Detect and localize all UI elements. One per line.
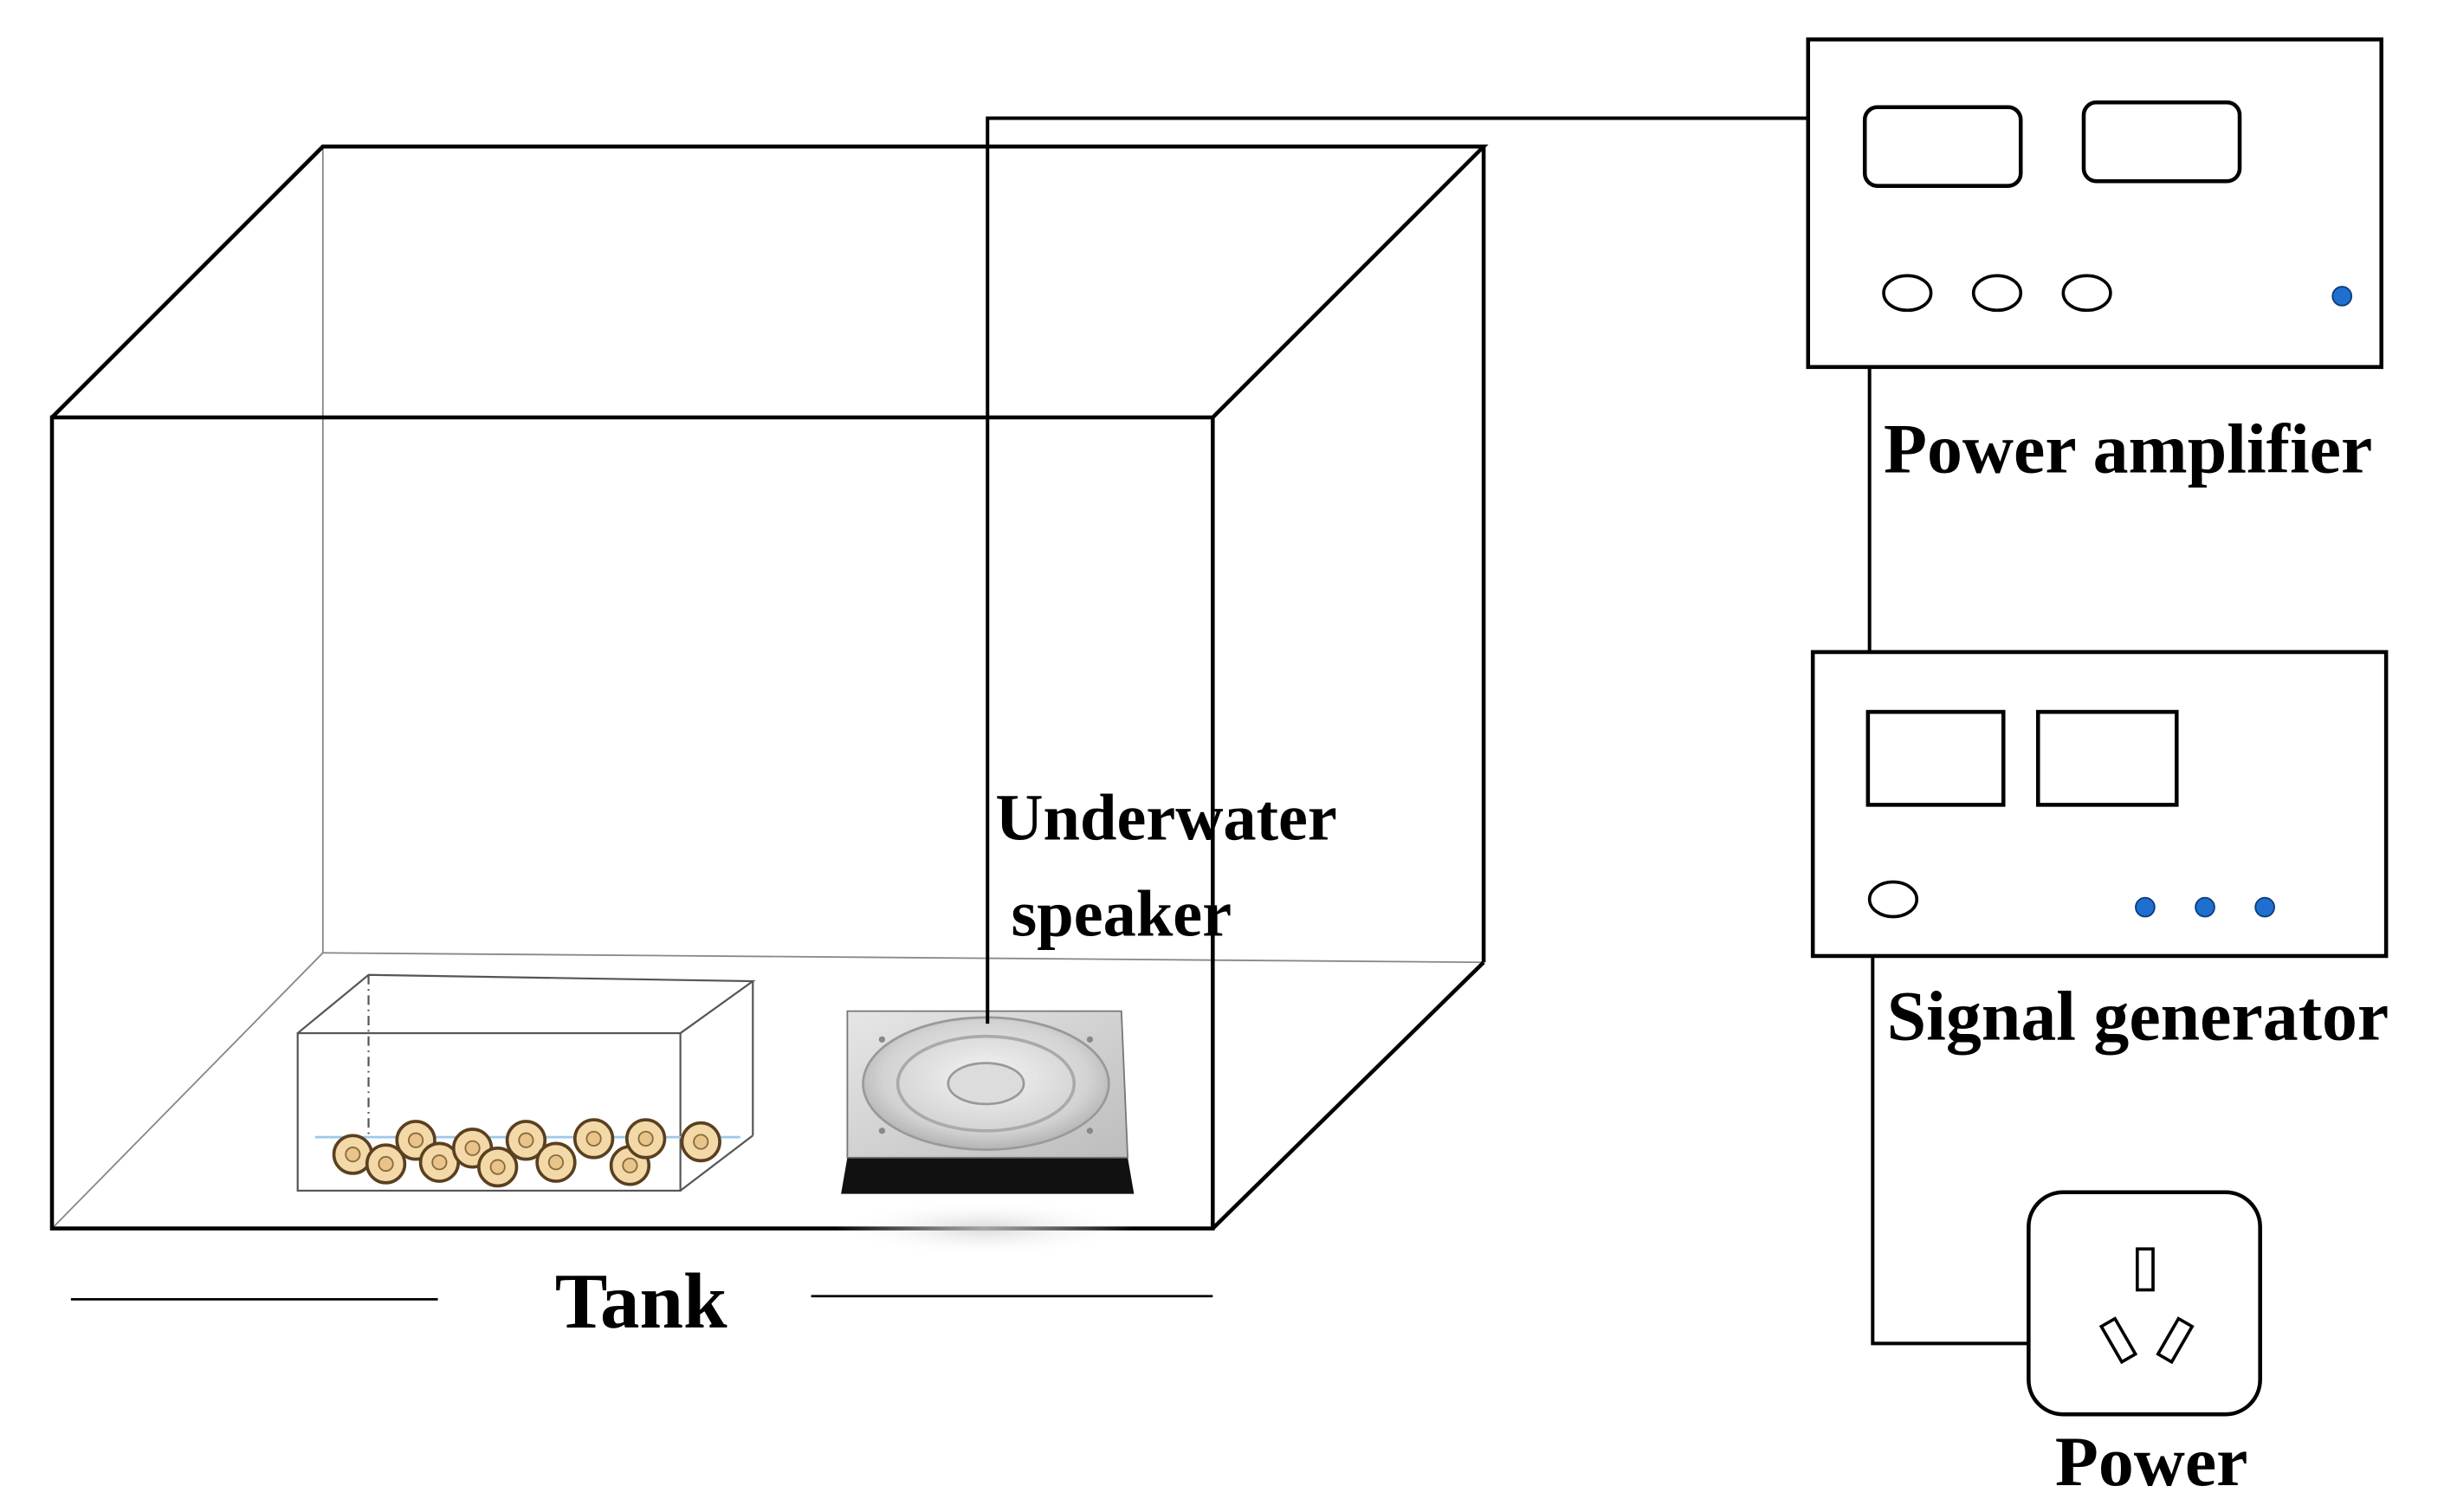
amplifier-display-left	[1862, 105, 2023, 188]
underwater-speaker-icon	[834, 1010, 1135, 1257]
tank-dimension-line	[70, 1295, 1213, 1301]
generator-indicator-led	[2254, 896, 2275, 918]
signal-generator-label: Signal generator	[1887, 976, 2389, 1055]
amplifier-knob	[1971, 274, 2023, 313]
generator-display-left	[1865, 709, 2006, 807]
amplifier-knob	[1882, 274, 1933, 313]
generator-to-power-cable	[1871, 955, 2029, 1346]
tank-label: Tank	[555, 1257, 727, 1345]
speaker-shadow	[834, 1199, 1135, 1257]
tank	[49, 144, 1489, 1231]
cables	[986, 116, 2029, 1346]
generator-display-right	[2035, 709, 2179, 807]
speaker-label-line2: speaker	[1012, 876, 1232, 950]
generator-indicator-led	[2135, 896, 2156, 918]
amplifier-indicator-led	[2331, 286, 2353, 307]
egg-cluster-icon	[332, 1118, 721, 1188]
power-amplifier-device	[1806, 37, 2383, 370]
three-pin-outlet-icon	[2027, 1190, 2262, 1417]
power-label: Power	[2055, 1422, 2248, 1501]
speaker-label-line1: Underwater	[995, 780, 1336, 854]
speaker-to-amplifier-cable	[986, 116, 1808, 1024]
amplifier-knob	[2061, 274, 2112, 313]
tank-visible-edges	[49, 144, 1489, 1231]
signal-generator-device	[1810, 649, 2389, 959]
egg-nuclei	[345, 1130, 709, 1175]
generator-knob	[1867, 880, 1919, 919]
power-amplifier-label: Power amplifier	[1884, 410, 2372, 488]
tank-hidden-edges	[51, 146, 1484, 1230]
egg-container	[296, 973, 756, 1192]
amplifier-display-right	[2081, 100, 2242, 184]
generator-indicator-led	[2195, 896, 2215, 918]
